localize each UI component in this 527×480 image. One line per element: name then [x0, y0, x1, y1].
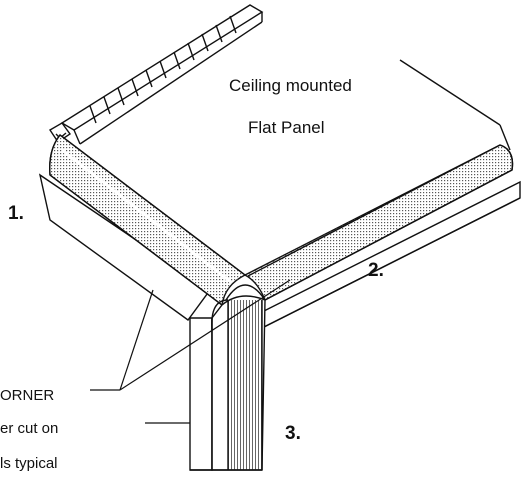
- moulding-section-1: [38, 134, 247, 321]
- corner-note-line-2: er cut on: [0, 420, 59, 437]
- ceiling-panel-edge: [399, 59, 511, 151]
- corner-note-line-3: ls typical: [0, 455, 58, 472]
- part-label-3: 3.: [285, 423, 301, 444]
- wall-bracket: [49, 4, 264, 145]
- panel-title-line-1: Ceiling mounted: [229, 76, 352, 95]
- corner-note-line-1: ORNER: [0, 387, 55, 404]
- panel-title-line-2: Flat Panel: [248, 118, 325, 137]
- mitre-leader-lines: [90, 279, 291, 424]
- part-label-2: 2.: [368, 260, 384, 281]
- moulding-section-2: [225, 144, 521, 330]
- part-label-1: 1.: [8, 203, 24, 224]
- moulding-section-3: [189, 295, 266, 471]
